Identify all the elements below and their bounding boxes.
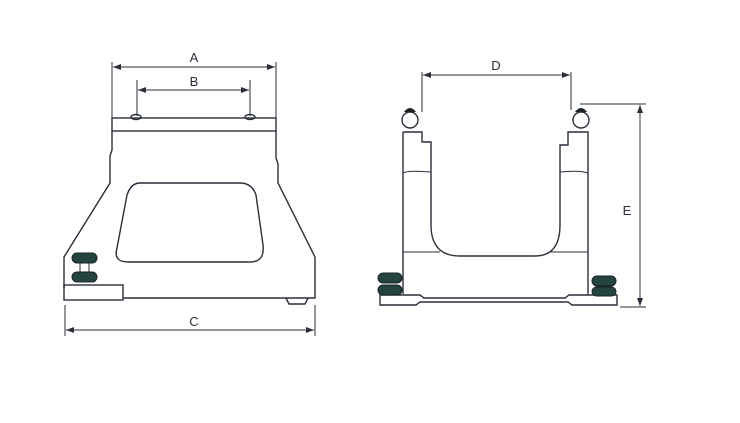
knob-right (572, 111, 590, 129)
base-walls (402, 256, 589, 294)
housing-window (115, 182, 264, 263)
spring-top (71, 252, 98, 264)
housing-body (63, 131, 316, 299)
dim-e-label: E (623, 203, 632, 218)
side-view: D E (377, 58, 646, 308)
spring-left-top (377, 272, 403, 284)
base-plate (379, 294, 618, 306)
top-plate (111, 117, 277, 132)
dim-a-label: A (190, 50, 199, 65)
knob-right-cap (575, 108, 587, 112)
frame-detail-lines (402, 170, 589, 253)
spring-right-top (591, 275, 617, 287)
dim-d-label: D (491, 58, 500, 73)
dim-c-label: C (189, 314, 198, 329)
spring-left-bottom (377, 284, 403, 296)
foot-plate (63, 284, 124, 301)
dim-b-label: B (190, 74, 199, 89)
bolt-head-left (130, 113, 142, 121)
bolt-head-right (244, 113, 256, 121)
foot-pad (285, 297, 309, 305)
u-frame (402, 131, 589, 257)
spring-bottom (71, 271, 98, 283)
spring-right-bottom (591, 286, 617, 297)
front-view: A B C (63, 50, 316, 336)
knob-left-cap (404, 108, 416, 112)
knob-left (401, 111, 419, 129)
